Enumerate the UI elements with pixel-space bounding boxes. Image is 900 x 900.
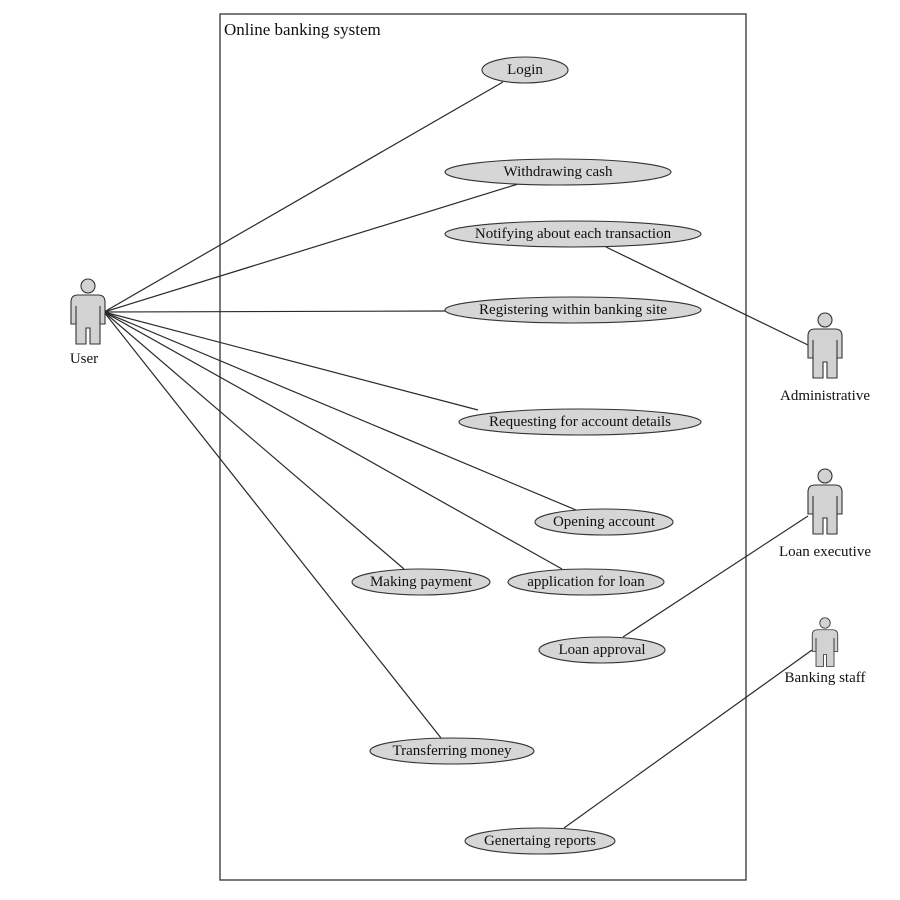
use-case-ellipse [507, 568, 665, 596]
use-case-login: Login [481, 56, 569, 84]
association-banking-staff-generating-reports [563, 649, 813, 829]
use-case-label: Loan approval [558, 642, 645, 658]
association-user-transferring-money [103, 311, 442, 739]
use-case-ellipse [464, 827, 616, 855]
use-case-registering: Registering within banking site [444, 296, 702, 324]
person-icon [70, 278, 106, 345]
use-case-label: Transferring money [392, 743, 512, 759]
use-case-ellipse [444, 158, 672, 186]
association-administrative-notifying [605, 246, 809, 346]
use-case-loan-approval: Loan approval [538, 636, 666, 664]
use-case-label: Registering within banking site [479, 302, 667, 318]
association-user-opening-account [103, 311, 577, 511]
use-case-label: Withdrawing cash [504, 164, 613, 180]
use-case-ellipse [351, 568, 491, 596]
use-case-requesting-details: Requesting for account details [458, 408, 702, 436]
use-case-label: Notifying about each transaction [475, 226, 672, 242]
actor-label: Administrative [780, 388, 870, 404]
actor-label: Loan executive [779, 544, 871, 560]
person-icon [811, 617, 839, 667]
use-case-ellipse [444, 296, 702, 324]
use-case-ellipse [444, 220, 702, 248]
association-user-making-payment [103, 311, 405, 570]
use-case-notifying: Notifying about each transaction [444, 220, 702, 248]
use-case-application-loan: application for loan [507, 568, 665, 596]
use-case-ellipse [458, 408, 702, 436]
use-case-making-payment: Making payment [351, 568, 491, 596]
association-user-requesting-details [103, 311, 479, 411]
system-title: Online banking system [224, 20, 381, 39]
use-case-ellipse [481, 56, 569, 84]
use-case-withdrawing-cash: Withdrawing cash [444, 158, 672, 186]
association-user-withdrawing-cash [103, 183, 519, 313]
actor-banking-staff: Banking staff [785, 617, 866, 686]
person-icon [807, 312, 843, 379]
use-case-ellipse [534, 508, 674, 536]
association-loan-executive-loan-approval [622, 515, 809, 638]
use-case-generating-reports: Genertaing reports [464, 827, 616, 855]
association-user-registering [103, 310, 447, 313]
use-case-transferring-money: Transferring money [369, 737, 535, 765]
use-case-label: Making payment [370, 574, 473, 590]
actor-administrative: Administrative [780, 312, 870, 404]
association-user-login [103, 81, 504, 313]
use-case-label: Genertaing reports [484, 833, 596, 849]
association-lines [103, 81, 813, 829]
use-case-ellipse [538, 636, 666, 664]
actor-loan-executive: Loan executive [779, 468, 871, 560]
association-user-application-loan [103, 311, 563, 570]
use-case-label: Opening account [553, 514, 656, 530]
use-case-label: Requesting for account details [489, 414, 671, 430]
actor-user: User [70, 278, 106, 367]
use-case-label: application for loan [527, 574, 645, 590]
use-case-opening-account: Opening account [534, 508, 674, 536]
use-case-ellipse [369, 737, 535, 765]
person-icon [807, 468, 843, 535]
use-case-label: Login [507, 62, 543, 78]
actor-label: User [70, 351, 98, 367]
actor-label: Banking staff [785, 670, 866, 686]
system-boundary [219, 13, 747, 881]
